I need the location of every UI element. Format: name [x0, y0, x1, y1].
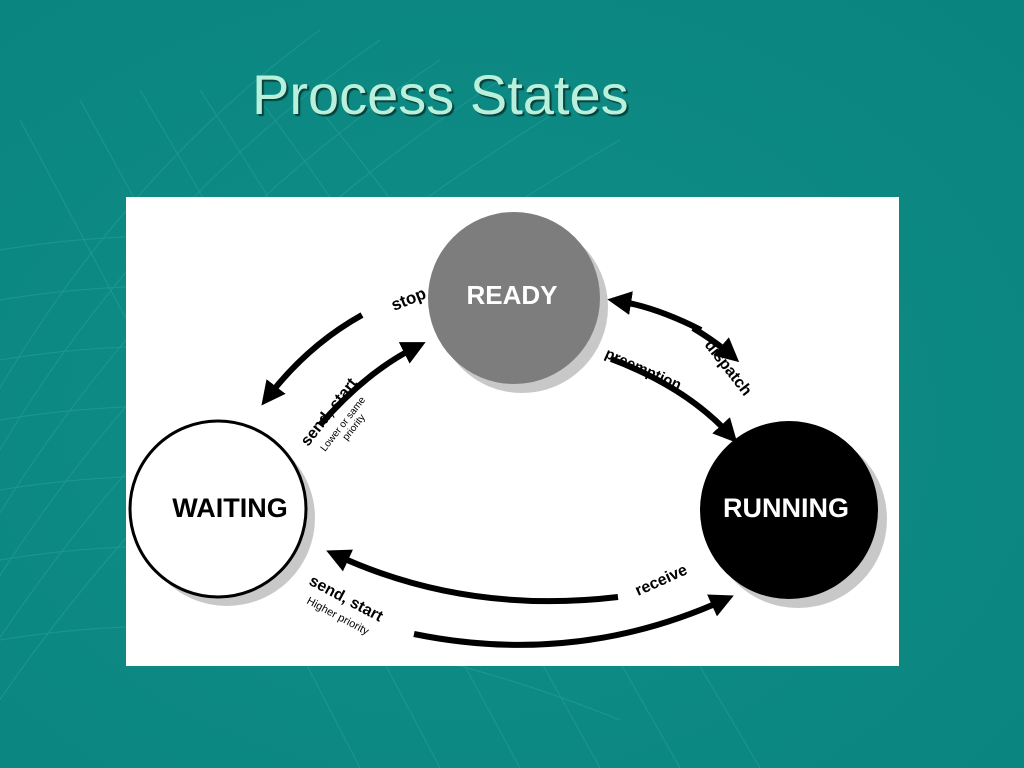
- dispatch-label: dispatch: [701, 337, 755, 399]
- dispatch-arrow: [607, 291, 703, 333]
- waiting-state-label: WAITING: [172, 493, 288, 523]
- diagram-canvas: READY RUNNING WAITING stop send, start L…: [128, 212, 887, 648]
- ready-state-label: READY: [466, 280, 557, 310]
- process-state-diagram: READY RUNNING WAITING stop send, start L…: [126, 197, 899, 666]
- stop-arrow: [261, 312, 364, 406]
- preemption-arrow: [609, 356, 738, 443]
- waiting-state: [128, 419, 308, 599]
- running-state: [700, 421, 878, 599]
- send-start-running-arrow: [413, 594, 734, 648]
- send-start-ready-arrow: [317, 342, 426, 427]
- slide-title: Process States: [252, 63, 629, 126]
- stop-label: stop: [388, 284, 428, 315]
- receive-label: receive: [633, 562, 690, 600]
- receive-arrow: [326, 549, 619, 605]
- preemption-label: preemption: [602, 345, 684, 394]
- ready-state: [428, 212, 600, 384]
- running-state-label: RUNNING: [723, 493, 849, 523]
